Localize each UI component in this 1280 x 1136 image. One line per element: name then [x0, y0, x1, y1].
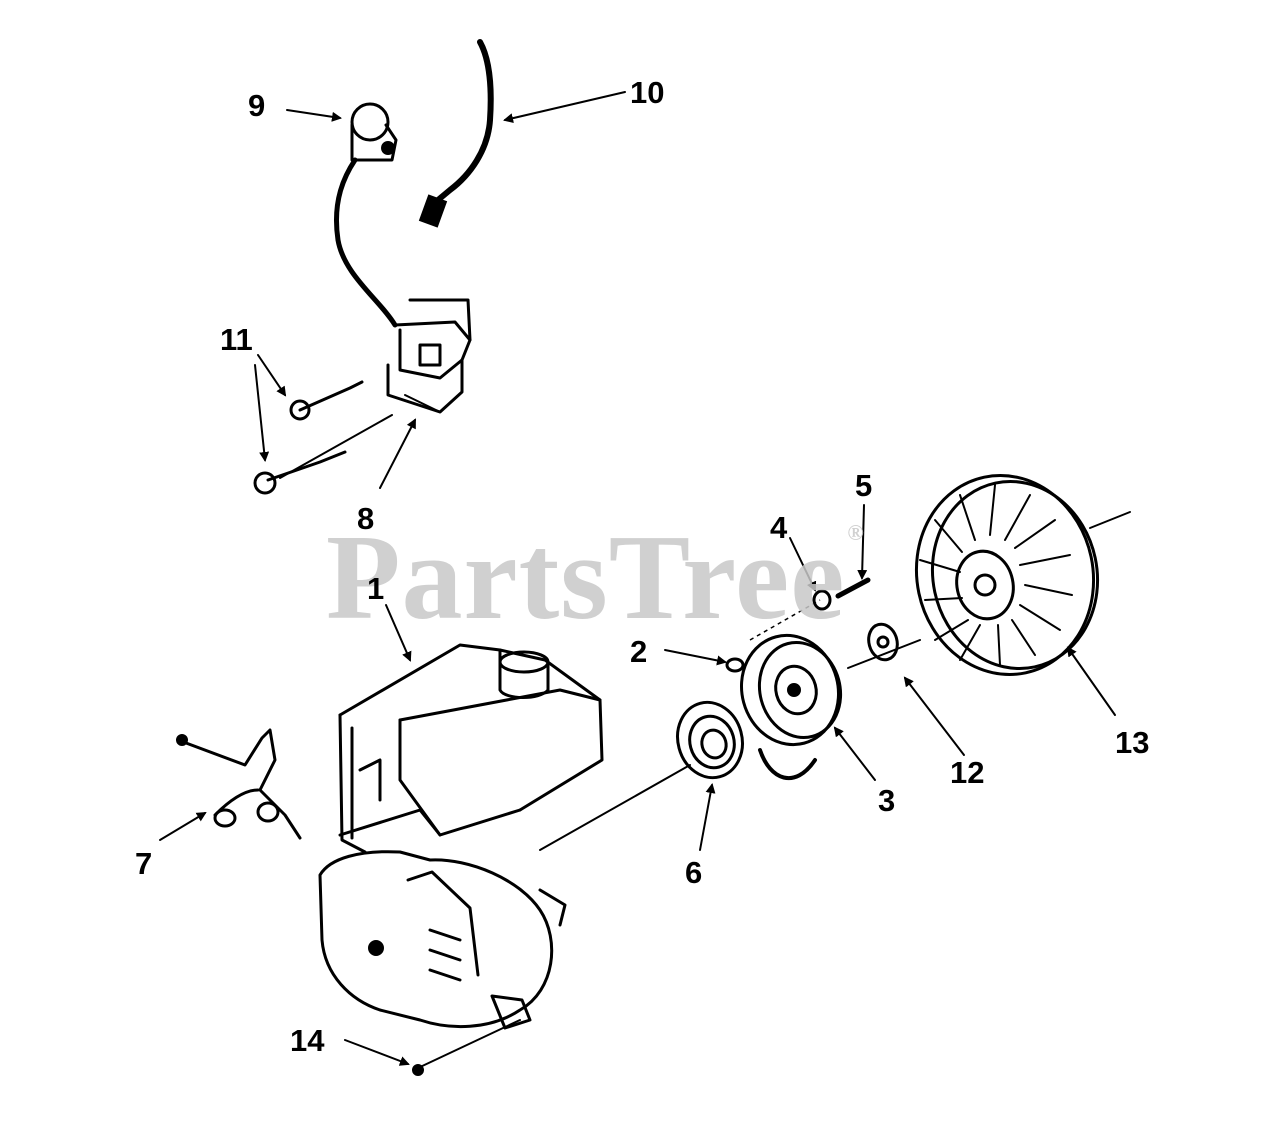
part-14-screw: [412, 1019, 521, 1076]
callout-3: 3: [878, 783, 896, 818]
part-7-control-lever: [176, 728, 302, 840]
part-1-engine-assembly: [318, 643, 604, 1030]
part-12-washer: [867, 622, 899, 662]
part-10-fuel-line: [418, 39, 494, 228]
callout-12: 12: [950, 755, 985, 790]
callout-7: 7: [135, 846, 153, 881]
callout-1: 1: [367, 571, 385, 606]
watermark: PartsTree®: [326, 508, 865, 648]
watermark-text: PartsTree: [326, 510, 846, 645]
callout-11: 11: [220, 322, 253, 357]
leader-arrows: [159, 91, 1116, 1066]
callout-2: 2: [630, 634, 648, 669]
part-8-ignition-module: [334, 157, 472, 414]
callout-6: 6: [685, 855, 703, 890]
part-3-starter-pulley: [739, 633, 921, 781]
callout-4: 4: [770, 510, 788, 545]
callout-5: 5: [855, 468, 873, 503]
registered-mark: ®: [847, 520, 865, 545]
part-4-washer: [749, 589, 832, 641]
callout-13: 13: [1115, 725, 1150, 760]
part-5-screw: [835, 577, 871, 599]
part-2-pawl: [725, 657, 745, 673]
callout-10: 10: [630, 75, 665, 110]
part-9-spark-plug-boot: [350, 102, 398, 162]
part-13-flywheel: [914, 473, 1131, 677]
part-6-starter-cup: [539, 700, 744, 851]
callout-9: 9: [248, 88, 266, 123]
callout-14: 14: [290, 1023, 325, 1058]
part-11-screws: [253, 380, 393, 495]
callout-8: 8: [357, 501, 375, 536]
